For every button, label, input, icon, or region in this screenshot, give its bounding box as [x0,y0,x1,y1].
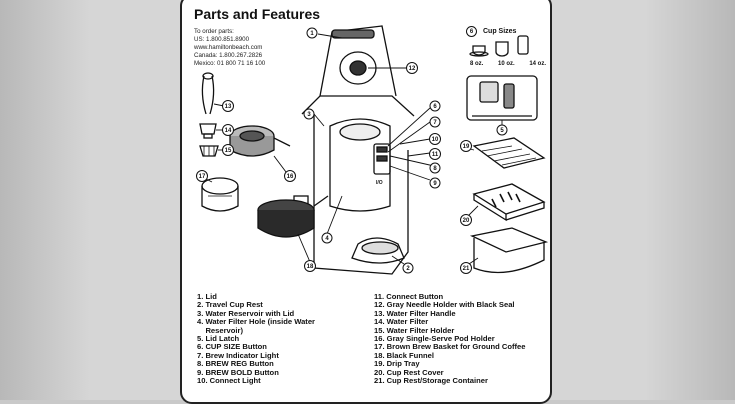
order-mexico-phone: Mexico: 01 800 71 16 100 [194,60,266,67]
brewer-body [293,25,415,275]
callout-4: 4 [321,232,333,244]
svg-text:2: 2 [406,266,410,272]
svg-text:20: 20 [463,218,470,224]
page-title: Parts and Features [194,6,321,22]
legend-item: 4. Water Filter Hole (inside Water [197,317,316,327]
cup-size-icons [469,35,529,57]
water-filter [199,123,217,139]
legend-item: 3. Water Reservoir with Lid [197,308,295,318]
callout-11: 11 [429,148,441,160]
legend-item: 20. Cup Rest Cover [374,367,444,377]
callout-5: 5 [496,124,508,136]
callout-10: 10 [429,133,441,145]
legend-item: 2. Travel Cup Rest [197,300,263,310]
svg-text:21: 21 [463,266,470,272]
order-info: To order parts: US: 1.800.851.8900 www.h… [194,28,265,68]
svg-text:9: 9 [433,181,437,187]
black-funnel [257,195,329,238]
legend-item: 7. Brew Indicator Light [197,350,279,360]
order-us-phone: US: 1.800.851.8900 [194,36,250,43]
cup-sizes-panel: 6 Cup Sizes 8 oz. 10 oz. 14 oz. [466,26,550,67]
legend-item: Reservoir) [197,325,244,335]
svg-text:19: 19 [463,144,470,150]
legend-item: 10. Connect Light [197,376,261,386]
callout-13: 13 [222,100,234,112]
svg-text:10: 10 [432,137,439,143]
svg-text:15: 15 [225,148,232,154]
panel-io-label: I/O [376,180,383,186]
parts-legend-left: 1. Lid 2. Travel Cup Rest 3. Water Reser… [197,292,316,386]
svg-text:6: 6 [433,104,437,110]
legend-item: 21. Cup Rest/Storage Container [374,376,488,386]
legend-item: 11. Connect Button [374,292,444,301]
legend-item: 8. BREW REG Button [197,359,274,369]
order-website: www.hamiltonbeach.com [194,44,263,51]
water-filter-holder [199,145,219,157]
callout-15: 15 [222,144,234,156]
legend-item: 13. Water Filter Handle [374,308,456,318]
legend-item: 6. CUP SIZE Button [197,342,267,352]
legend-item: 19. Drip Tray [374,359,420,369]
parts-sheet: Parts and Features To order parts: US: 1… [180,0,552,404]
cup-rest-cover [472,183,546,222]
pod-holder [229,125,291,157]
legend-item: 15. Water Filter Holder [374,325,455,335]
svg-text:1: 1 [310,31,314,37]
callout-6-diagram: 6 [429,100,441,112]
svg-text:12: 12 [409,66,416,72]
svg-text:3: 3 [307,112,311,118]
callout-12: 12 [406,62,418,74]
brew-basket [201,177,239,212]
lid-latch-detail [466,75,538,121]
callout-16: 16 [284,170,296,182]
cup-sizes-label: Cup Sizes [483,28,517,35]
svg-text:13: 13 [225,104,232,110]
cup-size-large: 14 oz. [529,61,546,67]
callout-7: 7 [429,116,441,128]
callout-lines [203,33,503,267]
svg-text:14: 14 [225,128,232,134]
callout-2: 2 [402,262,414,274]
callout-20: 20 [460,214,472,226]
legend-item: 14. Water Filter [374,317,429,327]
callout-19: 19 [460,140,472,152]
svg-text:4: 4 [325,236,329,242]
callout-14: 14 [222,124,234,136]
svg-text:18: 18 [307,264,314,270]
callout-8: 8 [429,162,441,174]
drip-tray [472,137,546,169]
cup-size-medium: 10 oz. [497,61,515,67]
callout-18: 18 [304,260,316,272]
svg-text:8: 8 [433,166,437,172]
svg-text:11: 11 [432,152,439,158]
legend-item: 5. Lid Latch [197,334,240,344]
svg-text:16: 16 [287,174,294,180]
callout-17: 17 [196,170,208,182]
callout-3: 3 [303,108,315,120]
callout-9: 9 [429,177,441,189]
svg-text:5: 5 [500,128,504,134]
callout-1: 1 [306,27,318,39]
legend-item: 1. Lid [197,292,217,301]
callout-6: 6 [466,26,477,37]
legend-item: 18. Black Funnel [374,350,434,360]
svg-text:7: 7 [433,120,437,126]
storage-container [469,227,549,274]
callout-21: 21 [460,262,472,274]
svg-text:17: 17 [199,174,206,180]
legend-item: 17. Brown Brew Basket for Ground Coffee [374,342,526,352]
order-canada-phone: Canada: 1.800.267.2826 [194,52,263,59]
cup-size-small: 8 oz. [470,61,484,67]
parts-legend-right: 11. Connect Button 12. Gray Needle Holde… [374,292,526,386]
legend-item: 16. Gray Single-Serve Pod Holder [374,334,495,344]
coffee-maker-diagram: I/O 1 12 3 4 2 6 7 10 11 8 9 13 14 15 16… [196,25,549,275]
order-heading: To order parts: [194,28,234,35]
legend-item: 12. Gray Needle Holder with Black Seal [374,300,515,310]
legend-item: 9. BREW BOLD Button [197,367,279,377]
water-filter-handle [201,72,215,115]
